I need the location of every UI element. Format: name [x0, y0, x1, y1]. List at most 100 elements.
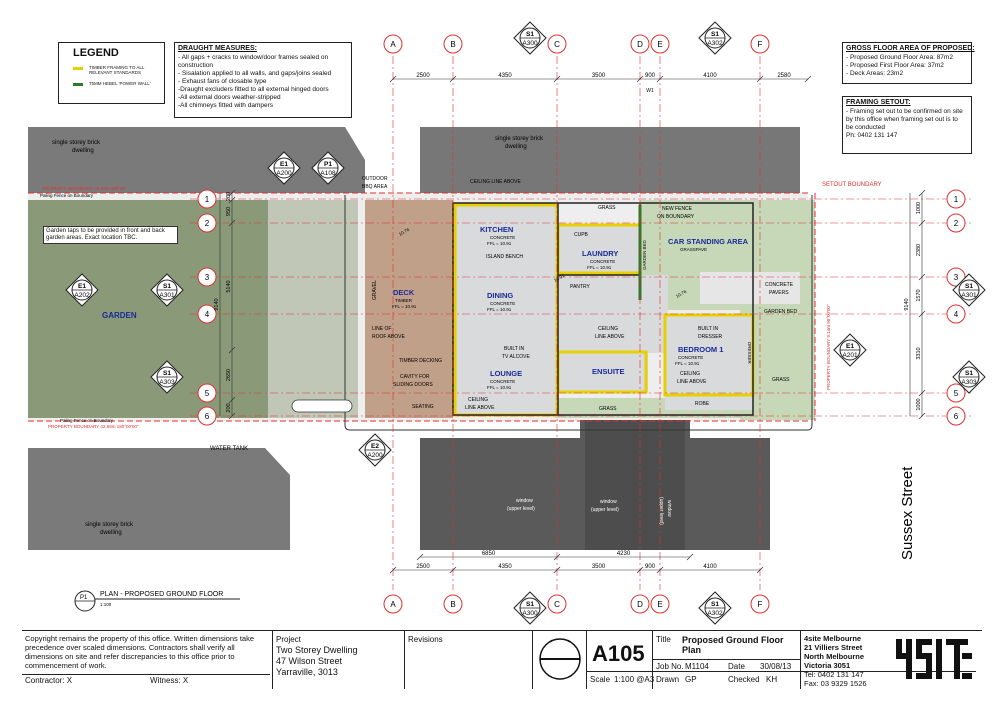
dim-top-value-2: 3500: [592, 73, 606, 79]
tb-divider-contractor: [22, 674, 270, 675]
window-upper-4: (upper level): [591, 507, 619, 513]
tb-divider-5: [652, 631, 653, 689]
section-marker-top-label: E1: [846, 343, 854, 350]
water-tank-label: WATER TANK: [210, 446, 248, 452]
window-upper-5: window: [666, 500, 672, 517]
dim-w1-label: W1: [646, 88, 654, 94]
checked-label: Checked: [728, 675, 760, 684]
grass-top: GRASS: [598, 205, 616, 211]
tb-divider-h2: [652, 659, 800, 660]
grid-label-row-6-right: 6: [954, 412, 959, 421]
draught-line-3: - Sisalation applied to all walls, and g…: [178, 70, 332, 77]
dim-right-tick-0: [918, 189, 926, 197]
firm-line-3: North Melbourne: [804, 652, 864, 661]
project-line-2: 47 Wilson Street: [276, 656, 343, 666]
dim-bottom-2-tick-1: [553, 553, 561, 561]
grid-bubble-row-1-right: [946, 189, 966, 209]
section-marker-bottom-label: A300: [522, 40, 538, 47]
draught-line-7: -All chimneys fitted with dampers: [178, 102, 274, 109]
grid-bubble-row-2-left: [197, 213, 217, 233]
street-name: Sussex Street: [899, 466, 916, 560]
grid-label-row-2-right: 2: [954, 219, 959, 228]
concrete-pavers: [700, 272, 800, 304]
dim-top-value-3: 900: [645, 73, 656, 79]
dim-bottom-tick-3: [636, 566, 644, 574]
draught-line-6: -All external doors weather-stripped: [178, 94, 281, 101]
grid-label-col-D-bottom: D: [637, 600, 643, 609]
room-label-car: CAR STANDING AREA: [668, 237, 749, 246]
rl-label-1: 10.76: [398, 227, 411, 237]
ceiling-line-3: CEILING: [598, 326, 618, 332]
cavity-label-2: SLIDING DOORS: [393, 382, 433, 388]
built-in-dresser-2: DRESSER: [698, 334, 723, 340]
draught-line-2: construction: [178, 62, 214, 69]
grid-bubble-col-D-bottom: [630, 594, 650, 614]
gfa-line-1: - Proposed Ground Floor Area: 87m2: [846, 54, 953, 61]
section-marker-bottom-label: A108: [320, 170, 336, 177]
project-label: Project: [276, 635, 301, 644]
framing-line-4: Ph: 0402 131 147: [846, 132, 898, 139]
draught-line-5: -Draught excluders fitted to all externa…: [178, 86, 329, 93]
tb-divider-3: [532, 631, 533, 689]
dim-bottom-value-1: 4350: [498, 564, 512, 570]
dim-bottom-value-2: 3500: [592, 564, 606, 570]
tb-divider-2: [404, 631, 405, 689]
section-marker-top-label: E2: [371, 443, 379, 450]
project-line-1: Two Storey Dwelling: [276, 645, 358, 655]
grid-bubble-col-C-bottom: [547, 594, 567, 614]
tb-divider-6: [800, 631, 801, 689]
grid-label-col-C-top: C: [554, 40, 560, 49]
scale-value: 1:100 @A3: [614, 675, 655, 684]
section-markers: S1A300S1A302E1A200P1A108E1A202S1A301S1A3…: [65, 21, 986, 625]
grid-label-row-1-left: 1: [205, 195, 210, 204]
room-label-ensuite: ENSUITE: [592, 367, 625, 376]
witness-label: Witness: X: [150, 676, 189, 685]
bedroom-floor: [665, 315, 753, 395]
dim-right-value-4: 1000: [916, 398, 922, 410]
dim-bottom-value-4: 4100: [703, 564, 717, 570]
grid-bubble-row-6-right: [946, 406, 966, 426]
grid-label-row-6-left: 6: [205, 412, 210, 421]
date-value: 30/08/13: [760, 662, 792, 671]
firm-line-6: Fax: 03 9329 1526: [804, 679, 867, 688]
grid-bubble-row-6-left: [197, 406, 217, 426]
section-marker-bottom-label: A200: [276, 170, 292, 177]
timber-decking-label: TIMBER DECKING: [399, 358, 442, 364]
section-marker-top-label: S1: [163, 370, 171, 377]
bedroom-sub: CONCRETE: [678, 355, 703, 360]
robe-floor: [665, 393, 753, 410]
dim-left-tick-1: [228, 196, 236, 204]
room-label-lounge: LOUNGE: [490, 369, 522, 378]
dim-top-tick-6: [804, 75, 812, 83]
dim-top-tick-4: [656, 75, 664, 83]
setout-outline: [344, 195, 813, 431]
built-in-tv-2: TV ALCOVE: [502, 354, 530, 360]
dim-bottom-2-tick-2: [686, 553, 694, 561]
dim-right-value-3: 3310: [916, 347, 922, 359]
firm-line-2: 21 Villiers Street: [804, 643, 863, 652]
tb-divider-1: [272, 631, 273, 689]
framing-line-2: by this office when framing set out is t…: [846, 116, 958, 123]
garden-taps-text: Garden taps to be provided in front and …: [43, 226, 178, 244]
outdoor-bbq-2: BBQ AREA: [362, 184, 388, 190]
deck-ffl: FFL = 10.91: [392, 304, 417, 309]
dim-top-value-1: 4350: [498, 73, 512, 79]
dim-left-value-0: 200: [226, 192, 232, 201]
dim-bottom-2-value-1: 4230: [617, 551, 631, 557]
dim-left-tick-2: [228, 219, 236, 227]
date-label: Date: [728, 662, 745, 671]
firm-logo: [896, 639, 972, 679]
grid-bubble-row-4-left: [197, 304, 217, 324]
grid-label-row-3-right: 3: [954, 273, 959, 282]
seating-label: SEATING: [412, 404, 434, 410]
grid-bubble-col-F-bottom: [750, 594, 770, 614]
legend-item-timber: TIMBER FRAMING TO ALL RELEVANT STANDARDS: [89, 65, 145, 75]
